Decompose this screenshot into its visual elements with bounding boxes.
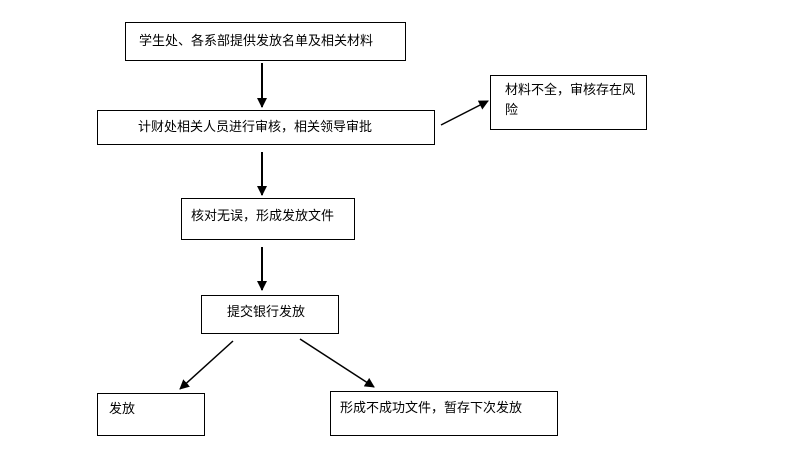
arrow-n5-to-n6: [179, 340, 234, 390]
arrow-n2-to-n3: [440, 100, 489, 126]
arrow-n5-to-n7: [299, 338, 375, 388]
node-verified-doc: 核对无误，形成发放文件: [181, 198, 355, 240]
node-failed-hold: 形成不成功文件，暂存下次发放: [330, 391, 558, 436]
node-incomplete-risk: 材料不全，审核存在风险: [490, 75, 647, 130]
node-disburse: 发放: [97, 393, 205, 436]
node-review-approve: 计财处相关人员进行审核，相关领导审批: [97, 110, 435, 145]
node-submit-list: 学生处、各系部提供发放名单及相关材料: [125, 22, 406, 61]
node-incomplete-risk-label: 材料不全，审核存在风险: [505, 83, 636, 118]
node-bank-submit: 提交银行发放: [201, 295, 339, 334]
node-verified-doc-label: 核对无误，形成发放文件: [191, 209, 335, 224]
node-failed-hold-label: 形成不成功文件，暂存下次发放: [340, 401, 523, 416]
node-disburse-label: 发放: [109, 402, 136, 417]
node-submit-list-label: 学生处、各系部提供发放名单及相关材料: [139, 34, 374, 49]
node-review-approve-label: 计财处相关人员进行审核，相关领导审批: [138, 120, 373, 135]
node-bank-submit-label: 提交银行发放: [227, 305, 306, 320]
